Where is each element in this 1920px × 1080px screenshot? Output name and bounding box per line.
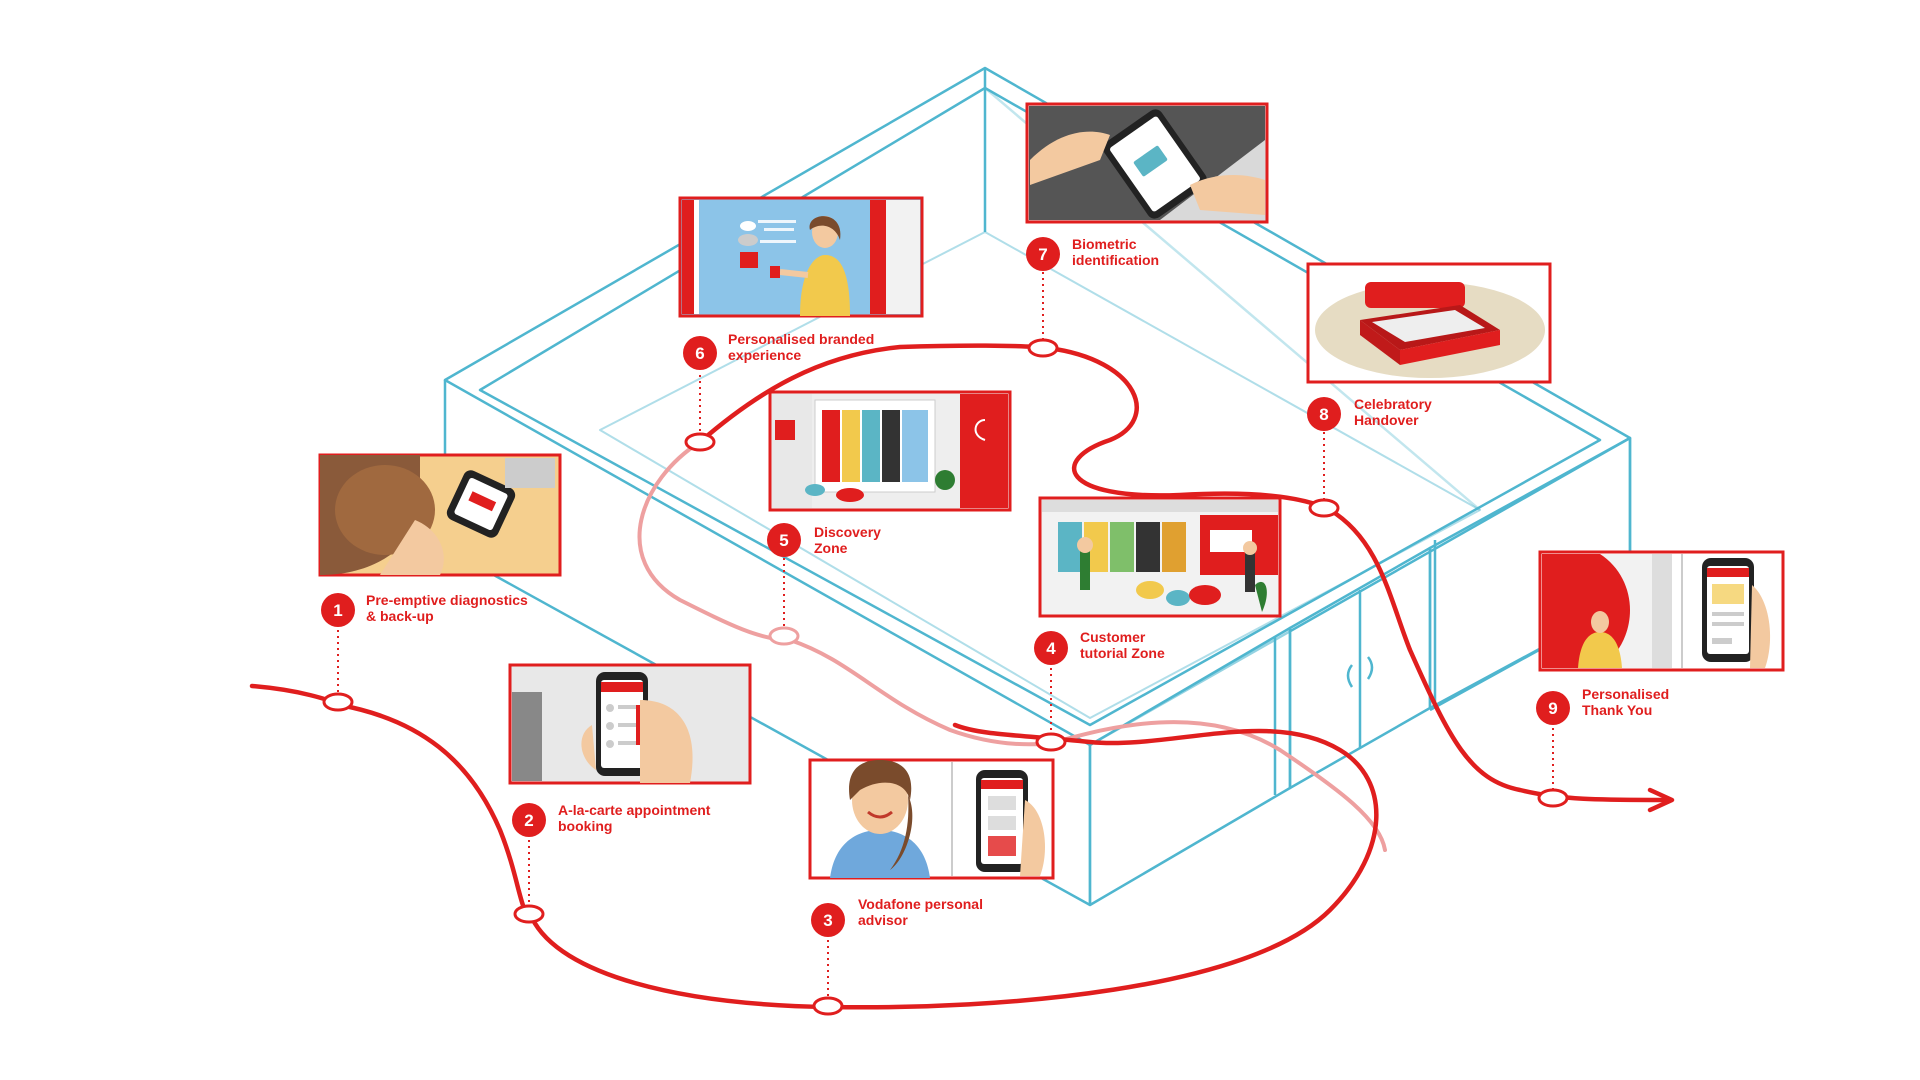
panel-9-illustration — [1538, 550, 1785, 672]
path-node-1[interactable] — [322, 692, 354, 712]
step-badge-4 — [1034, 631, 1068, 665]
step-8-label-line1: Celebratory — [1354, 396, 1432, 412]
step-badge-1 — [321, 593, 355, 627]
step-badge-5 — [767, 523, 801, 557]
step-badge-2 — [512, 803, 546, 837]
step-number-2: 2 — [524, 811, 533, 830]
step-9-label-line1: Personalised — [1582, 686, 1669, 702]
panel-4-illustration — [1038, 496, 1282, 618]
journey-path-hidden-segment — [637, 440, 1387, 852]
step-5-label-line1: Discovery — [814, 524, 881, 540]
step-1-label-line2: & back-up — [366, 608, 434, 624]
step-badge-6 — [683, 336, 717, 370]
step-6-label-line1: Personalised branded — [728, 331, 874, 347]
step-number-7: 7 — [1038, 245, 1047, 264]
step-badge-7 — [1026, 237, 1060, 271]
panel-5-illustration — [768, 390, 1012, 512]
step-number-3: 3 — [823, 911, 832, 930]
step-badge-3 — [811, 903, 845, 937]
step-1[interactable]: 1 Pre-emptive diagnostics & back-up — [321, 592, 528, 627]
panel-2-illustration — [508, 663, 752, 785]
step-5-label-line2: Zone — [814, 540, 848, 556]
step-4-label-line1: Customer — [1080, 629, 1146, 645]
step-4[interactable]: 4 Customer tutorial Zone — [1034, 629, 1165, 665]
path-node-8[interactable] — [1308, 498, 1340, 518]
panel-8-illustration — [1306, 262, 1552, 384]
step-number-8: 8 — [1319, 405, 1328, 424]
step-number-6: 6 — [695, 344, 704, 363]
step-badge-9 — [1536, 691, 1570, 725]
step-8-label-line2: Handover — [1354, 412, 1419, 428]
step-7-label-line2: identification — [1072, 252, 1159, 268]
step-8[interactable]: 8 Celebratory Handover — [1307, 396, 1432, 431]
step-1-label-line1: Pre-emptive diagnostics — [366, 592, 528, 608]
step-9-label-line2: Thank You — [1582, 702, 1652, 718]
panel-6-illustration — [678, 196, 924, 318]
panel-3-illustration — [808, 758, 1055, 880]
path-nodes — [322, 272, 1569, 1016]
step-6-label-line2: experience — [728, 347, 801, 363]
step-6[interactable]: 6 Personalised branded experience — [683, 331, 874, 370]
step-number-5: 5 — [779, 531, 788, 550]
path-node-7[interactable] — [1027, 338, 1059, 358]
journey-path-main[interactable] — [249, 683, 1379, 1010]
step-number-1: 1 — [333, 601, 342, 620]
path-node-3[interactable] — [812, 996, 844, 1016]
step-7-label-line1: Biometric — [1072, 236, 1137, 252]
step-3-label-line1: Vodafone personal — [858, 896, 983, 912]
step-2-label-line2: booking — [558, 818, 612, 834]
step-7[interactable]: 7 Biometric identification — [1026, 236, 1159, 271]
step-number-9: 9 — [1548, 699, 1557, 718]
path-node-2[interactable] — [513, 904, 545, 924]
step-2[interactable]: 2 A-la-carte appointment booking — [512, 802, 711, 837]
step-number-4: 4 — [1046, 639, 1056, 658]
path-node-5[interactable] — [768, 626, 800, 646]
step-9[interactable]: 9 Personalised Thank You — [1536, 686, 1669, 725]
step-3-label-line2: advisor — [858, 912, 908, 928]
path-node-6[interactable] — [684, 432, 716, 452]
panel-7-illustration — [1025, 102, 1269, 224]
path-node-4[interactable] — [1035, 732, 1067, 752]
journey-path — [249, 343, 1675, 1010]
step-3[interactable]: 3 Vodafone personal advisor — [811, 896, 983, 937]
step-badge-8 — [1307, 397, 1341, 431]
step-5[interactable]: 5 Discovery Zone — [767, 523, 881, 557]
step-4-label-line2: tutorial Zone — [1080, 645, 1165, 661]
step-2-label-line1: A-la-carte appointment — [558, 802, 711, 818]
panel-1-illustration — [318, 453, 562, 577]
path-node-9[interactable] — [1537, 788, 1569, 808]
